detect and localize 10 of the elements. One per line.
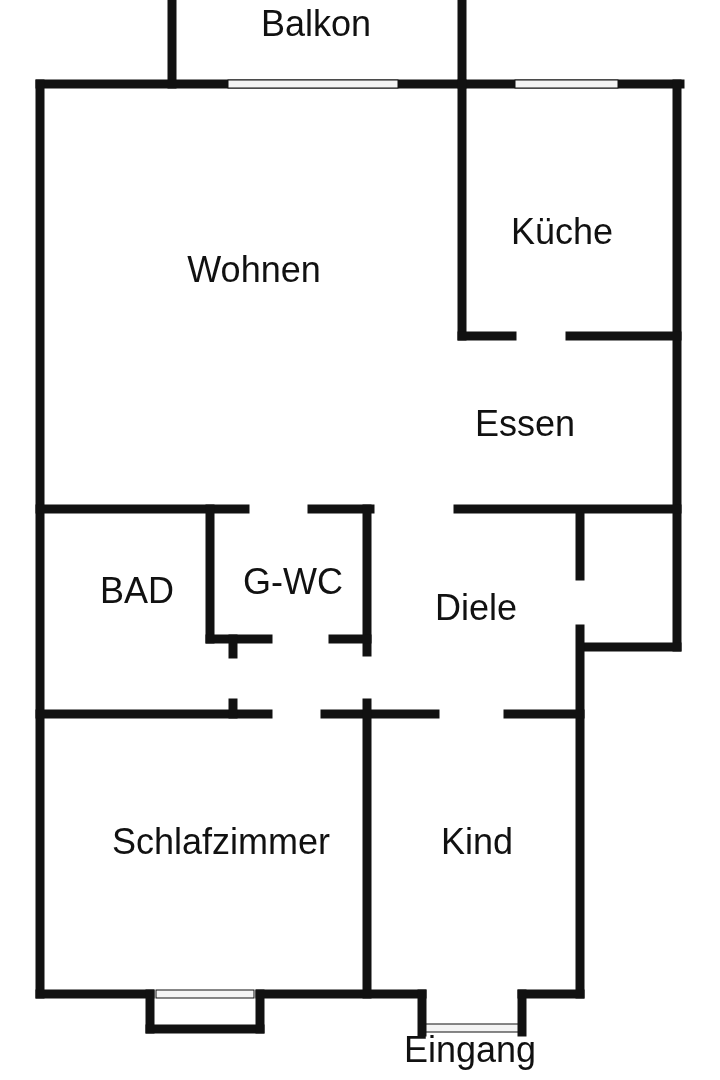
room-label: Kind <box>440 824 514 860</box>
entrance-label: Eingang <box>403 1032 537 1068</box>
room-label: Essen <box>474 406 576 442</box>
room-label: Diele <box>435 590 517 626</box>
room-label: G-WC <box>243 564 343 600</box>
room-label: Schlafzimmer <box>112 824 330 860</box>
room-label: BAD <box>100 573 174 609</box>
room-label: Wohnen <box>187 252 321 288</box>
room-label: Balkon <box>260 6 372 42</box>
room-label: Küche <box>510 214 614 250</box>
